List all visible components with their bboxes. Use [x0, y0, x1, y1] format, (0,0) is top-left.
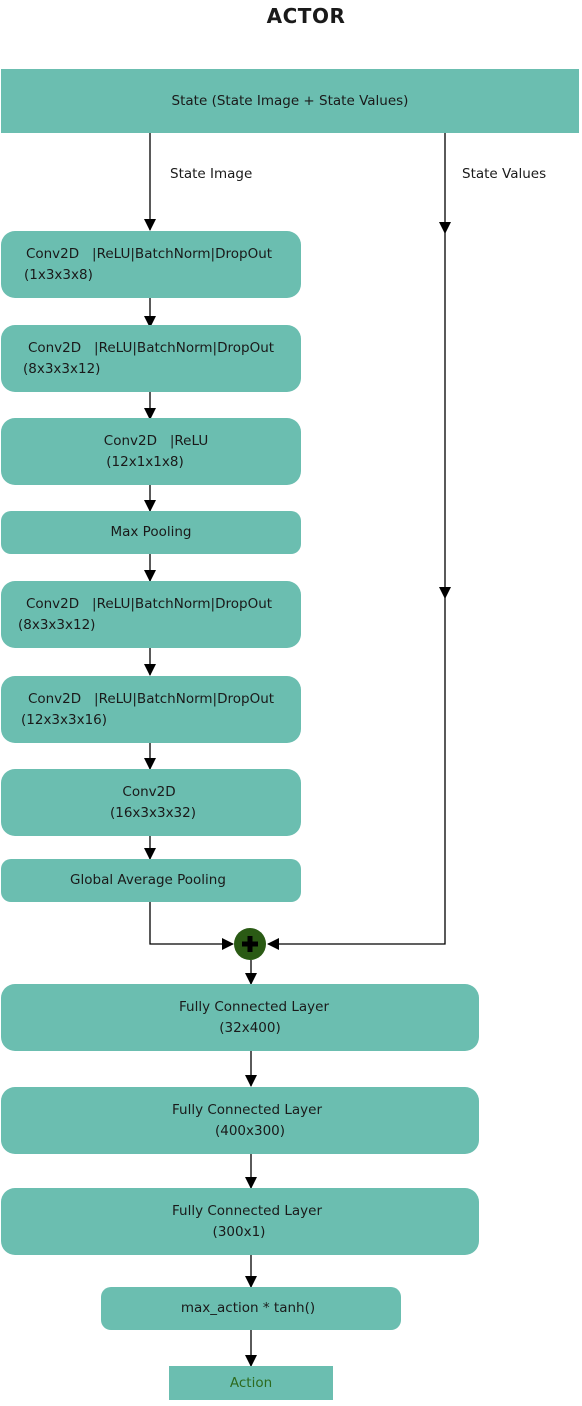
merge-plus-node: [234, 928, 266, 960]
max-pooling-label: Max Pooling: [110, 524, 192, 540]
conv-block-3-dims: (12x1x1x8): [106, 453, 184, 470]
conv-block-6-name: Conv2D: [122, 783, 176, 800]
conv-block-6-dims: (16x3x3x32): [109, 804, 197, 821]
fc-block-3: Fully Connected Layer (300x1): [1, 1188, 479, 1255]
conv-block-5: Conv2D |ReLU|BatchNorm|DropOut (12x3x3x1…: [1, 676, 301, 743]
fc-block-1-name: Fully Connected Layer: [179, 998, 329, 1015]
conv-block-2: Conv2D |ReLU|BatchNorm|DropOut (8x3x3x12…: [1, 325, 301, 392]
fc-block-1: Fully Connected Layer (32x400): [1, 984, 479, 1051]
conv-block-5-dims: (12x3x3x16): [21, 711, 108, 728]
edge-label-state-values: State Values: [462, 166, 547, 182]
arrow-state-values-merge: [267, 598, 446, 950]
conv-block-3: Conv2D |ReLU (12x1x1x8): [1, 418, 301, 485]
state-input-label: State (State Image + State Values): [171, 92, 409, 109]
output-activation-block: max_action * tanh(): [101, 1287, 401, 1330]
conv-block-2-dims: (8x3x3x12): [23, 360, 101, 377]
conv-block-1-name: Conv2D |ReLU|BatchNorm|DropOut: [25, 245, 273, 262]
fc-block-2: Fully Connected Layer (400x300): [1, 1087, 479, 1154]
edge-label-state-image: State Image: [170, 166, 253, 182]
conv-block-5-name: Conv2D |ReLU|BatchNorm|DropOut: [27, 690, 275, 707]
diagram-title: ACTOR: [266, 4, 346, 28]
fc-block-3-name: Fully Connected Layer: [172, 1202, 322, 1219]
fc-block-1-dims: (32x400): [219, 1019, 281, 1036]
conv-block-3-name: Conv2D |ReLU: [103, 432, 209, 449]
conv-block-2-name: Conv2D |ReLU|BatchNorm|DropOut: [27, 339, 275, 356]
arrow-gap-merge: [149, 902, 234, 950]
fc-block-2-dims: (400x300): [214, 1122, 286, 1139]
fc-block-2-name: Fully Connected Layer: [172, 1101, 322, 1118]
conv-block-6: Conv2D (16x3x3x32): [1, 769, 301, 836]
conv-block-1: Conv2D |ReLU|BatchNorm|DropOut (1x3x3x8): [1, 231, 301, 298]
global-average-pooling-label: Global Average Pooling: [70, 872, 226, 888]
conv-block-4-dims: (8x3x3x12): [18, 616, 96, 633]
global-average-pooling-block: Global Average Pooling: [1, 859, 301, 902]
conv-block-4-name: Conv2D |ReLU|BatchNorm|DropOut: [25, 595, 273, 612]
max-pooling-block: Max Pooling: [1, 511, 301, 554]
conv-block-4: Conv2D |ReLU|BatchNorm|DropOut (8x3x3x12…: [1, 581, 301, 648]
action-box: Action: [169, 1366, 333, 1400]
action-label: Action: [229, 1374, 273, 1391]
output-activation-label: max_action * tanh(): [180, 1300, 316, 1316]
fc-block-3-dims: (300x1): [212, 1223, 266, 1240]
state-input-box: State (State Image + State Values): [1, 69, 579, 133]
conv-block-1-dims: (1x3x3x8): [24, 266, 93, 283]
